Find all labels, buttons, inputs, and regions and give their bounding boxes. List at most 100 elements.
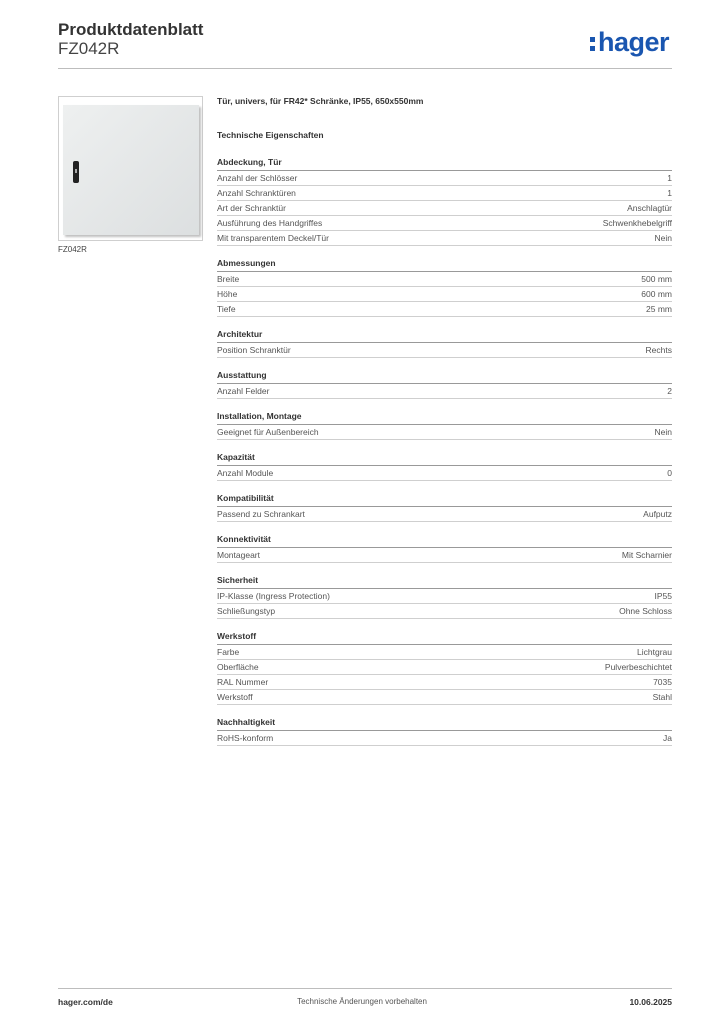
spec-value: Lichtgrau (637, 647, 672, 657)
spec-row: Höhe 600 mm (217, 287, 672, 302)
spec-label: Schließungstyp (217, 606, 276, 616)
door-handle-icon (73, 161, 79, 183)
spec-value: Rechts (645, 345, 672, 355)
spec-value: Aufputz (643, 509, 672, 519)
footer-date: 10.06.2025 (629, 997, 672, 1007)
section-title: Sicherheit (217, 575, 672, 589)
spec-value: Ohne Schloss (619, 606, 672, 616)
spec-row: Montageart Mit Scharnier (217, 548, 672, 563)
spec-value: IP55 (654, 591, 673, 601)
footer-divider (58, 988, 672, 989)
spec-value: Ja (663, 733, 672, 743)
section-title: Abmessungen (217, 258, 672, 272)
image-caption: FZ042R (58, 245, 87, 254)
section-title: Werkstoff (217, 631, 672, 645)
spec-value: Nein (654, 427, 672, 437)
section-title: Abdeckung, Tür (217, 157, 672, 171)
logo-text: hager (598, 27, 670, 57)
spec-row: Tiefe 25 mm (217, 302, 672, 317)
spec-label: Art der Schranktür (217, 203, 286, 213)
page-title: Produktdatenblatt (58, 20, 204, 39)
spec-row: Farbe Lichtgrau (217, 645, 672, 660)
spec-row: Anzahl Schranktüren 1 (217, 186, 672, 201)
product-code: FZ042R (58, 39, 120, 58)
hager-logo: hager (590, 27, 670, 58)
spec-value: Mit Scharnier (621, 550, 672, 560)
spec-row: Werkstoff Stahl (217, 690, 672, 705)
spec-label: Tiefe (217, 304, 236, 314)
spec-label: Passend zu Schrankart (217, 509, 305, 519)
spec-row: Ausführung des Handgriffes Schwenkhebelgr… (217, 216, 672, 231)
spec-value: Anschlagtür (627, 203, 672, 213)
section-title: Architektur (217, 329, 672, 343)
tech-properties-title: Technische Eigenschaften (217, 130, 324, 140)
product-image (58, 96, 203, 241)
door-panel (63, 105, 199, 235)
spec-row: Mit transparentem Deckel/Tür Nein (217, 231, 672, 246)
spec-value: Schwenkhebelgriff (602, 218, 672, 228)
spec-row: Anzahl Module 0 (217, 466, 672, 481)
header-divider (58, 68, 672, 69)
section-title: Nachhaltigkeit (217, 717, 672, 731)
spec-row: Art der Schranktür Anschlagtür (217, 201, 672, 216)
spec-row: RoHS-konform Ja (217, 731, 672, 746)
spec-value: 0 (667, 468, 672, 478)
spec-label: Anzahl Schranktüren (217, 188, 296, 198)
spec-row: Oberfläche Pulverbeschichtet (217, 660, 672, 675)
spec-value: 500 mm (641, 274, 672, 284)
spec-label: Geeignet für Außenbereich (217, 427, 319, 437)
spec-row: IP-Klasse (Ingress Protection) IP55 (217, 589, 672, 604)
section-title: Kapazität (217, 452, 672, 466)
spec-label: Oberfläche (217, 662, 259, 672)
spec-label: IP-Klasse (Ingress Protection) (217, 591, 330, 601)
spec-label: Position Schranktür (217, 345, 291, 355)
spec-value: Stahl (652, 692, 672, 702)
spec-value: Nein (654, 233, 672, 243)
spec-label: Farbe (217, 647, 240, 657)
spec-label: Anzahl Module (217, 468, 274, 478)
spec-label: Anzahl Felder (217, 386, 270, 396)
spec-label: RAL Nummer (217, 677, 269, 687)
spec-row: Anzahl Felder 2 (217, 384, 672, 399)
section-title: Installation, Montage (217, 411, 672, 425)
spec-label: Höhe (217, 289, 238, 299)
spec-value: 2 (667, 386, 672, 396)
spec-label: Anzahl der Schlösser (217, 173, 298, 183)
product-description: Tür, univers, für FR42* Schränke, IP55, … (217, 96, 424, 106)
spec-row: Geeignet für Außenbereich Nein (217, 425, 672, 440)
footer-disclaimer: Technische Änderungen vorbehalten (297, 997, 427, 1006)
logo-dots-icon (590, 37, 595, 51)
spec-value: 1 (667, 173, 672, 183)
spec-label: Werkstoff (217, 692, 253, 702)
spec-value: Pulverbeschichtet (604, 662, 672, 672)
spec-value: 1 (667, 188, 672, 198)
spec-value: 600 mm (641, 289, 672, 299)
spec-value: 7035 (653, 677, 672, 687)
spec-row: Position Schranktür Rechts (217, 343, 672, 358)
spec-row: Schließungstyp Ohne Schloss (217, 604, 672, 619)
spec-row: Passend zu Schrankart Aufputz (217, 507, 672, 522)
spec-value: 25 mm (646, 304, 672, 314)
spec-row: Anzahl der Schlösser 1 (217, 171, 672, 186)
spec-label: RoHS-konform (217, 733, 274, 743)
section-title: Konnektivität (217, 534, 672, 548)
spec-label: Ausführung des Handgriffes (217, 218, 323, 228)
footer-website: hager.com/de (58, 997, 113, 1007)
spec-label: Breite (217, 274, 240, 284)
spec-label: Mit transparentem Deckel/Tür (217, 233, 329, 243)
section-title: Kompatibilität (217, 493, 672, 507)
spec-row: Breite 500 mm (217, 272, 672, 287)
spec-label: Montageart (217, 550, 260, 560)
